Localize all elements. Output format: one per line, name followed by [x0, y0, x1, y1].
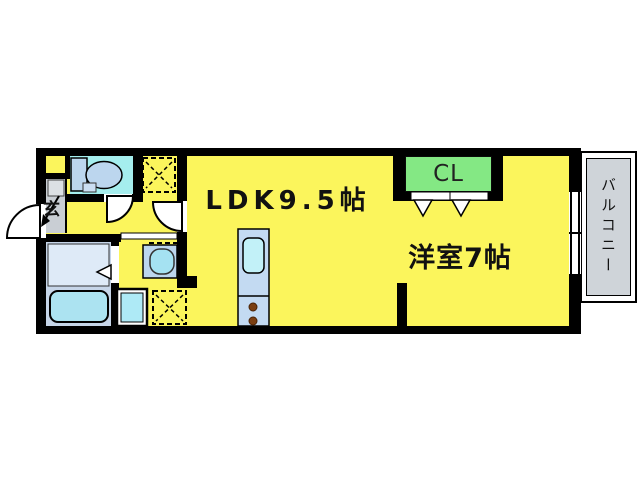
toilet-seat-hinge: [82, 182, 97, 193]
entrance-door-swing: [5, 203, 41, 239]
toilet-wall-left: [65, 156, 70, 173]
closet-door-track-left: [410, 191, 451, 201]
washbasin-bowl: [149, 248, 175, 275]
storage-space-dashed: [142, 157, 176, 193]
entry-arrow-head: [41, 214, 50, 227]
toilet-wall-right: [133, 156, 143, 202]
hall-ldk-wall-lower: [177, 231, 187, 288]
bathtub: [49, 290, 109, 323]
entrance-label: 玄: [43, 200, 60, 220]
toilet-bowl: [85, 160, 123, 190]
gas-burner-1: [248, 302, 258, 312]
toilet-door-swing: [106, 195, 135, 224]
kitchen-sink: [242, 237, 265, 274]
toilet-wall-bottom-right: [132, 194, 143, 202]
bath-wash-floor: [47, 243, 110, 287]
shoe-cabinet: [47, 179, 65, 197]
wall-left-upper: [36, 148, 46, 204]
western-room-label: 洋室7帖: [408, 243, 512, 274]
wall-right-lower: [569, 276, 581, 334]
window: [569, 190, 581, 276]
wall-left-lower: [36, 238, 46, 334]
toilet-wall-bottom-left: [67, 194, 104, 202]
bath-folding-door-marker: [95, 263, 112, 281]
bath-washroom-wall: [111, 242, 119, 326]
gas-burner-2: [248, 316, 258, 326]
entry-arrow: [45, 195, 60, 219]
entrance-top-wall: [42, 173, 70, 179]
wall-top: [36, 148, 581, 156]
closet-door-marker-left: [412, 199, 434, 218]
refrigerator-space-dashed: [152, 290, 187, 325]
closet-door-marker-right: [450, 199, 472, 218]
hall-ldk-wall-upper: [177, 156, 187, 202]
washroom-top-wall: [46, 234, 121, 242]
washroom-corner-pillar: [187, 276, 197, 288]
closet-label: CL: [433, 161, 464, 187]
ldk-door-swing: [151, 201, 183, 233]
wall-bottom: [36, 326, 581, 334]
balcony-floor: バルコニー: [586, 158, 631, 296]
balcony-label: バルコニー: [599, 177, 617, 277]
washing-machine-pan-inner: [120, 292, 144, 323]
entrance-side-line: [65, 178, 67, 233]
room-divider-stub: [397, 283, 407, 334]
sliding-door-panel: [120, 232, 178, 240]
wall-right-upper: [569, 148, 581, 190]
bath-door-gap: [111, 246, 119, 283]
closet-door-track-right: [449, 191, 489, 201]
ldk-label: LDK9.5帖: [205, 186, 371, 216]
